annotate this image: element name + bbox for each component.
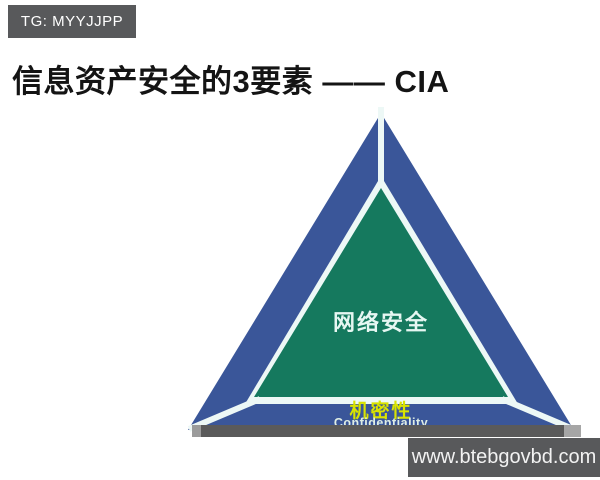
bottom-right-separator-line xyxy=(500,396,575,432)
bottom-left-separator-line xyxy=(187,396,262,432)
redaction-bar-right-cap xyxy=(564,425,581,437)
triangle-bottom-side-label: 机密性 xyxy=(349,401,413,422)
page-title: 信息资产安全的3要素 —— CIA xyxy=(12,64,450,99)
redaction-bar-left-cap xyxy=(192,425,201,437)
triangle-core xyxy=(254,188,508,397)
tg-watermark-badge: TG: MYYJJPP xyxy=(8,5,136,38)
triangle-core-label: 网络安全 xyxy=(332,310,429,335)
site-watermark-banner: www.btebgovbd.com xyxy=(408,438,600,477)
redaction-bar xyxy=(192,425,581,437)
